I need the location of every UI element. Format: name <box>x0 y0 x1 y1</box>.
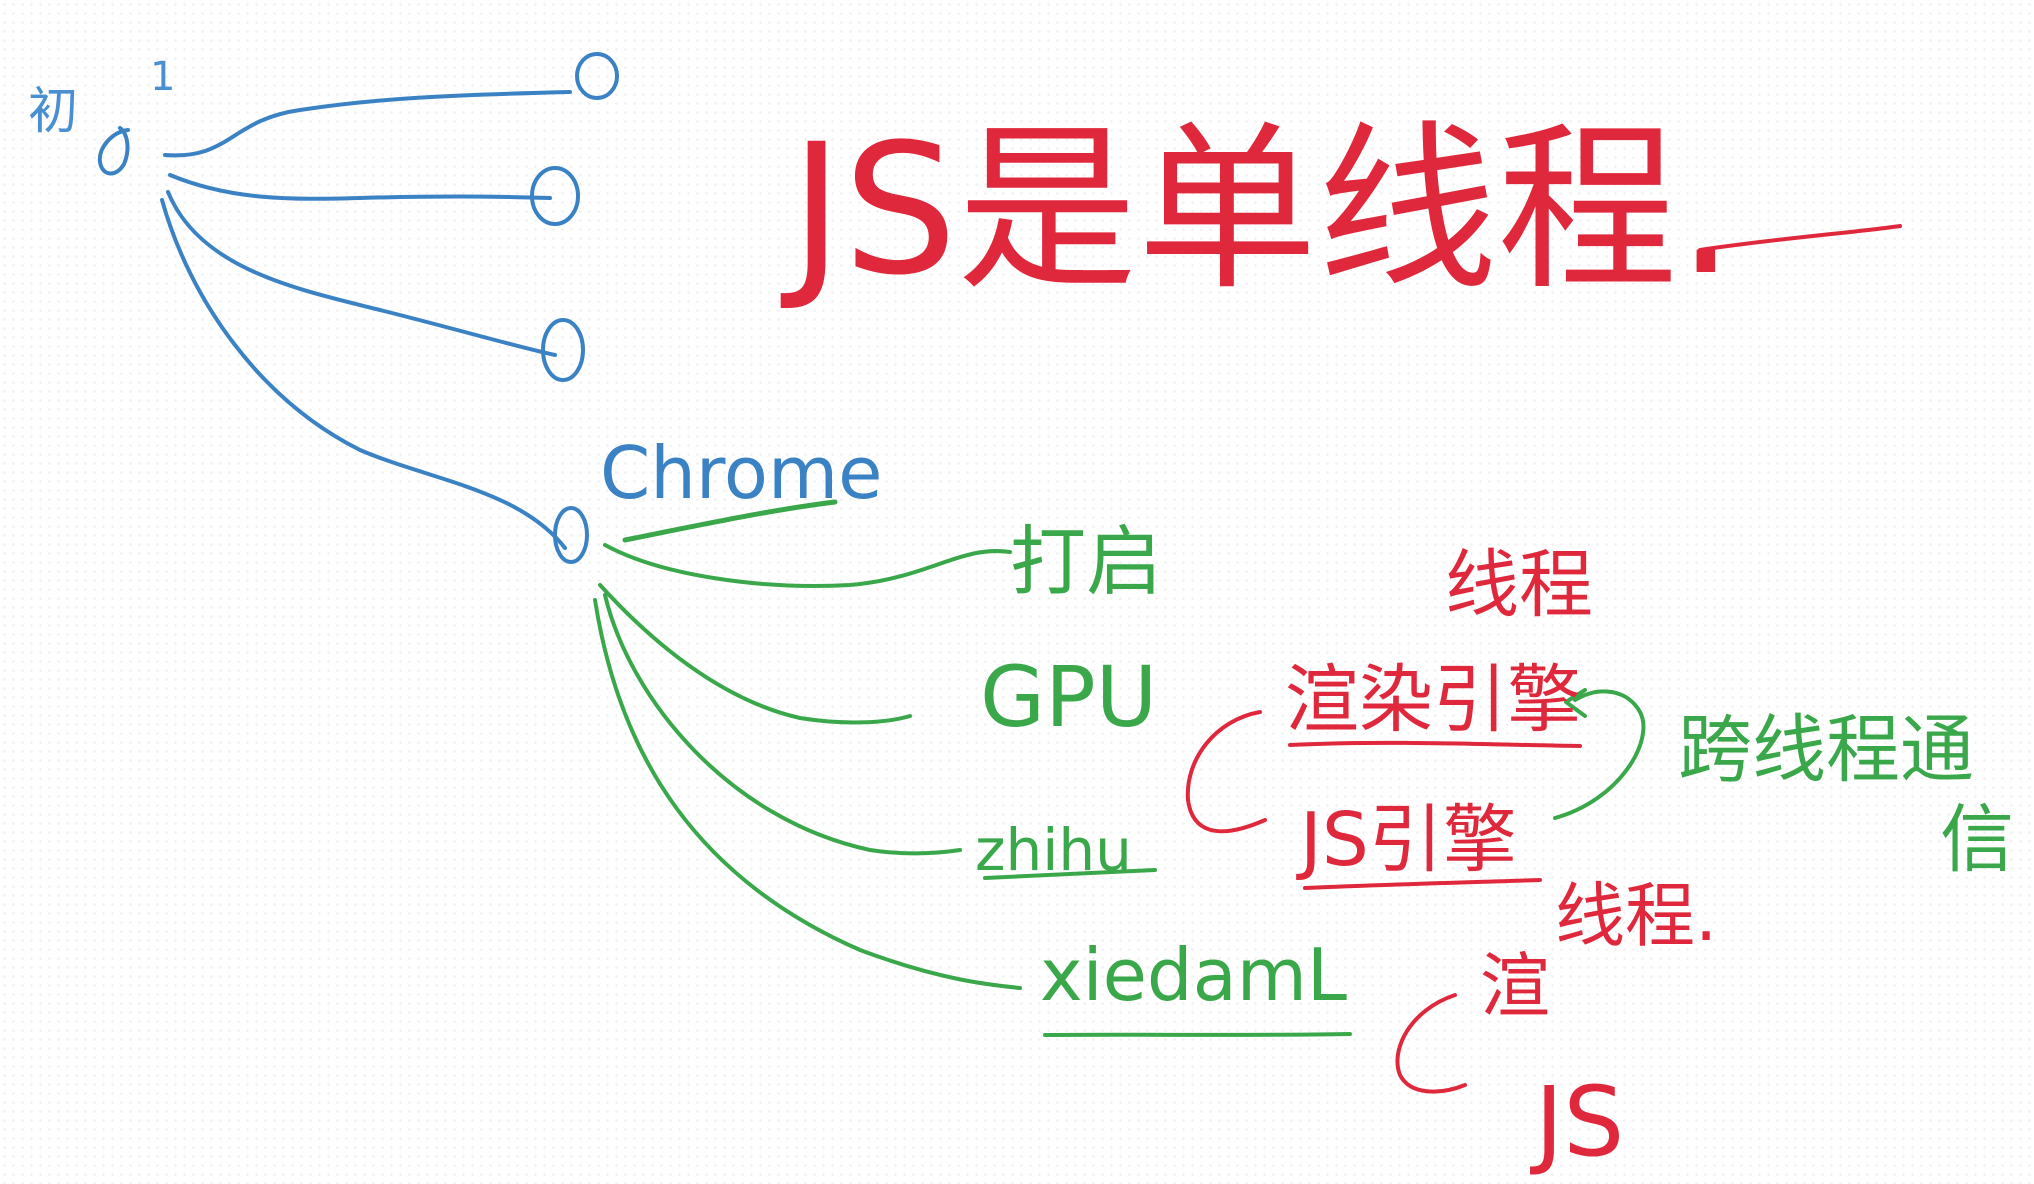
gpu-label: GPU <box>980 648 1157 746</box>
red-annotations: 线程 渲染引擎 JS引擎 线程. 渲 JS <box>1185 542 1717 1178</box>
green-tree: 打启 GPU zhihu xiedamL 跨线程通 信 <box>593 499 2014 1037</box>
js-short-label: JS <box>1530 1066 1624 1178</box>
cross-thread-label-2: 信 <box>1940 797 2014 883</box>
render-engine-label: 渲染引擎 <box>1285 657 1581 743</box>
title-underline <box>1698 224 1902 252</box>
green-branch-print <box>603 543 1012 588</box>
branch-1 <box>163 90 572 158</box>
title: JS是单线程. <box>780 106 1735 315</box>
thread-mid-label: 线程. <box>1555 875 1717 957</box>
xiedamu-underline <box>1043 1032 1352 1037</box>
prefix-label: 初 <box>28 82 78 140</box>
leaf-node-3 <box>541 318 585 382</box>
js-engine-underline <box>1303 878 1542 890</box>
root-node <box>97 126 130 176</box>
xiedamu-brace <box>1395 993 1467 1094</box>
branch-3 <box>166 190 557 357</box>
green-branch-zhihu <box>603 593 962 856</box>
top-mark: 1 <box>150 54 175 100</box>
branch-4 <box>160 198 567 550</box>
render-engine-underline <box>1288 740 1582 748</box>
leaf-node-1 <box>575 52 619 100</box>
engine-brace <box>1185 710 1267 834</box>
print-label: 打启 <box>1010 517 1162 606</box>
chrome-node <box>553 506 589 564</box>
xiedamu-label: xiedamL <box>1040 933 1347 1017</box>
cross-thread-label: 跨线程通 <box>1678 707 1974 793</box>
js-engine-label: JS引擎 <box>1296 797 1517 883</box>
blue-tree: 初 1 Chrome <box>28 52 882 564</box>
thread-top-label: 线程 <box>1445 542 1593 628</box>
render-short-label: 渲 <box>1480 945 1550 1027</box>
zhihu-underline <box>983 868 1157 880</box>
green-branch-gpu <box>598 583 912 725</box>
leaf-node-2 <box>530 166 580 226</box>
branch-2 <box>168 173 552 201</box>
green-branch-xiedamu <box>593 598 1022 990</box>
cross-thread-arrow <box>1553 688 1646 820</box>
chrome-label: Chrome <box>600 431 882 515</box>
chrome-underline <box>622 499 838 543</box>
